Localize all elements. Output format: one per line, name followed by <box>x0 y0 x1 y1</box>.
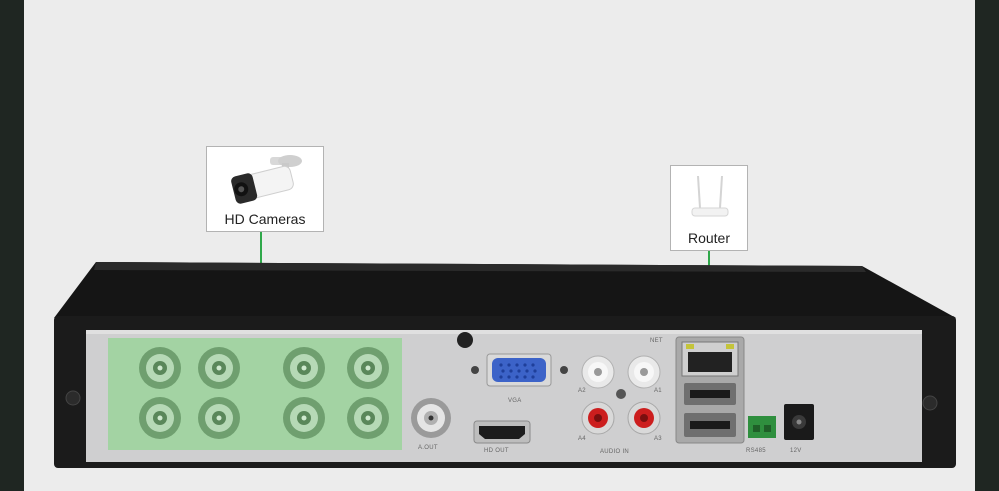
vga-label: VGA <box>508 398 522 404</box>
power-label: 12V <box>790 448 802 454</box>
hdmi-label: HD OUT <box>484 448 509 454</box>
router-label: Router <box>687 230 731 246</box>
audio-in-label: AUDIO IN <box>600 449 630 455</box>
rca-red-a4 <box>581 401 615 435</box>
audio-out-connector <box>411 398 451 438</box>
a4-label: A4 <box>578 436 586 442</box>
network-usb-stack <box>675 336 745 444</box>
a2-label: A2 <box>578 388 586 394</box>
hdmi-port <box>473 420 531 444</box>
router-icon <box>691 175 729 217</box>
rs485-terminal-block <box>748 416 776 438</box>
a1-label: A1 <box>654 388 662 394</box>
net-label: NET <box>650 338 663 344</box>
product-illustration: HD Cameras Router <box>24 0 975 491</box>
rear-panel-ports <box>411 336 814 444</box>
rs485-label: RS485 <box>746 448 766 454</box>
audio-out-label: A.OUT <box>418 445 438 451</box>
dc-power-jack <box>784 404 814 440</box>
rca-white-a1 <box>627 355 661 389</box>
bnc-connector <box>139 347 389 439</box>
rca-red-a3 <box>627 401 661 435</box>
bullet-camera-icon <box>231 155 302 204</box>
rca-white-a2 <box>581 355 615 389</box>
hd-cameras-label: HD Cameras <box>224 211 306 227</box>
a3-label: A3 <box>654 436 662 442</box>
hd-cameras-callout: HD Cameras <box>206 146 324 232</box>
vga-port <box>471 353 568 387</box>
bnc-video-inputs <box>139 347 389 439</box>
router-callout: Router <box>670 165 748 251</box>
